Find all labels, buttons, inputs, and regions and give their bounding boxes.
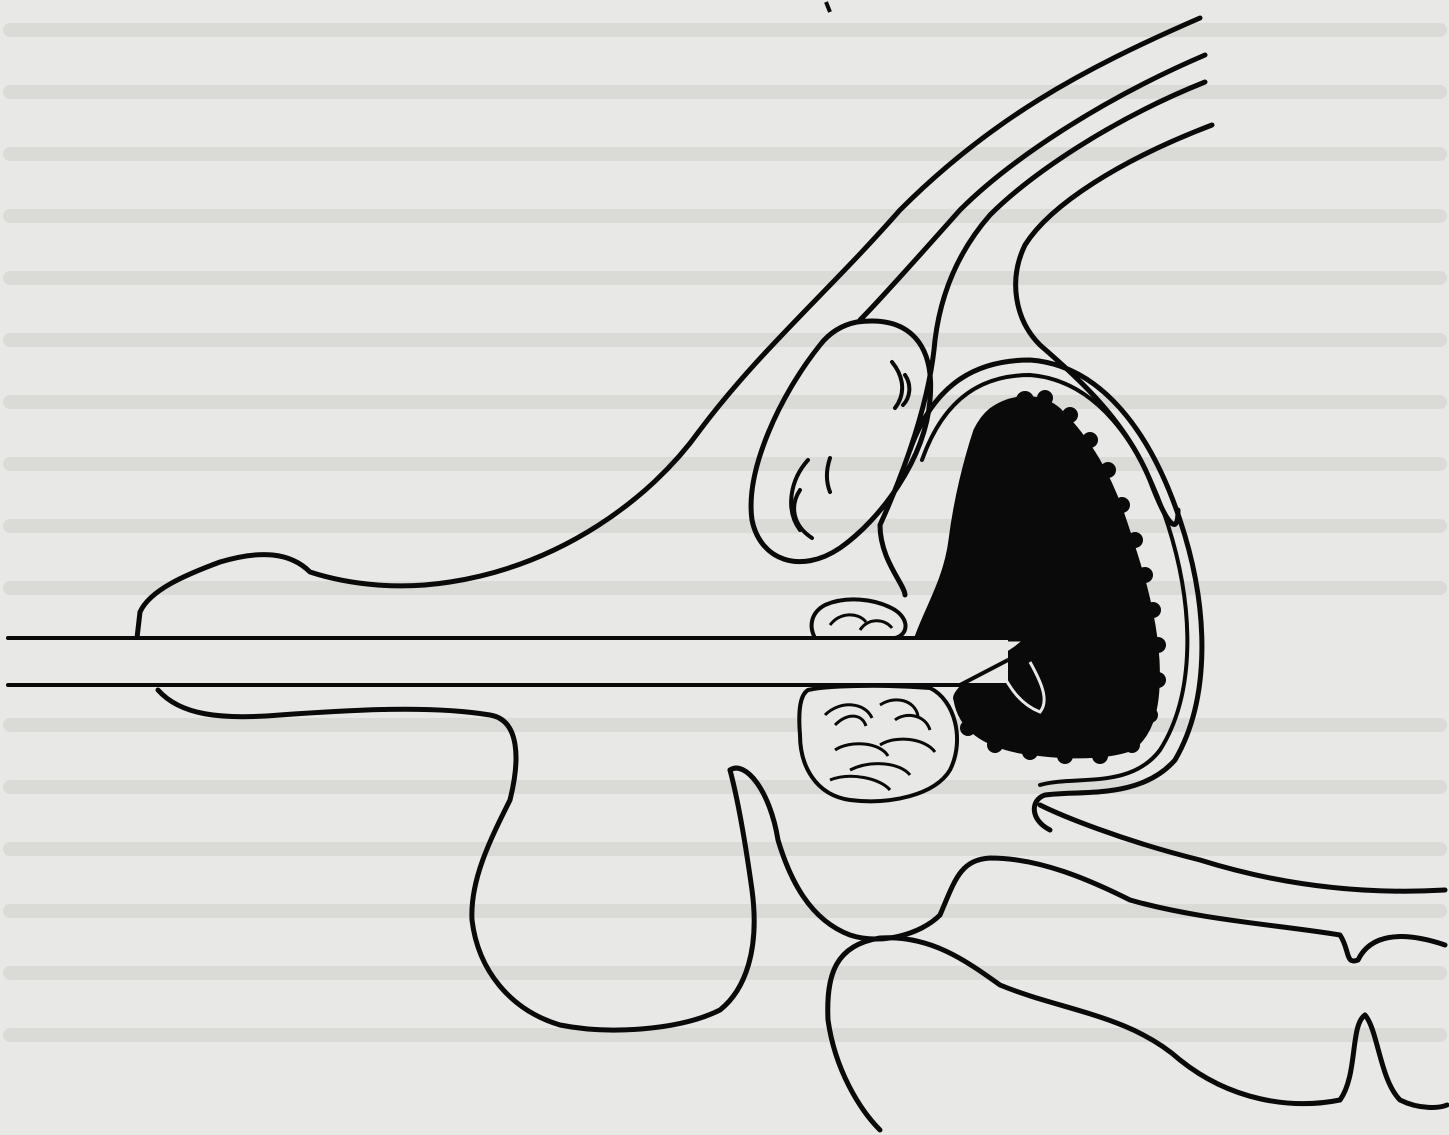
coiled-body-lower	[799, 686, 957, 801]
instrument-shaft	[8, 640, 1008, 683]
